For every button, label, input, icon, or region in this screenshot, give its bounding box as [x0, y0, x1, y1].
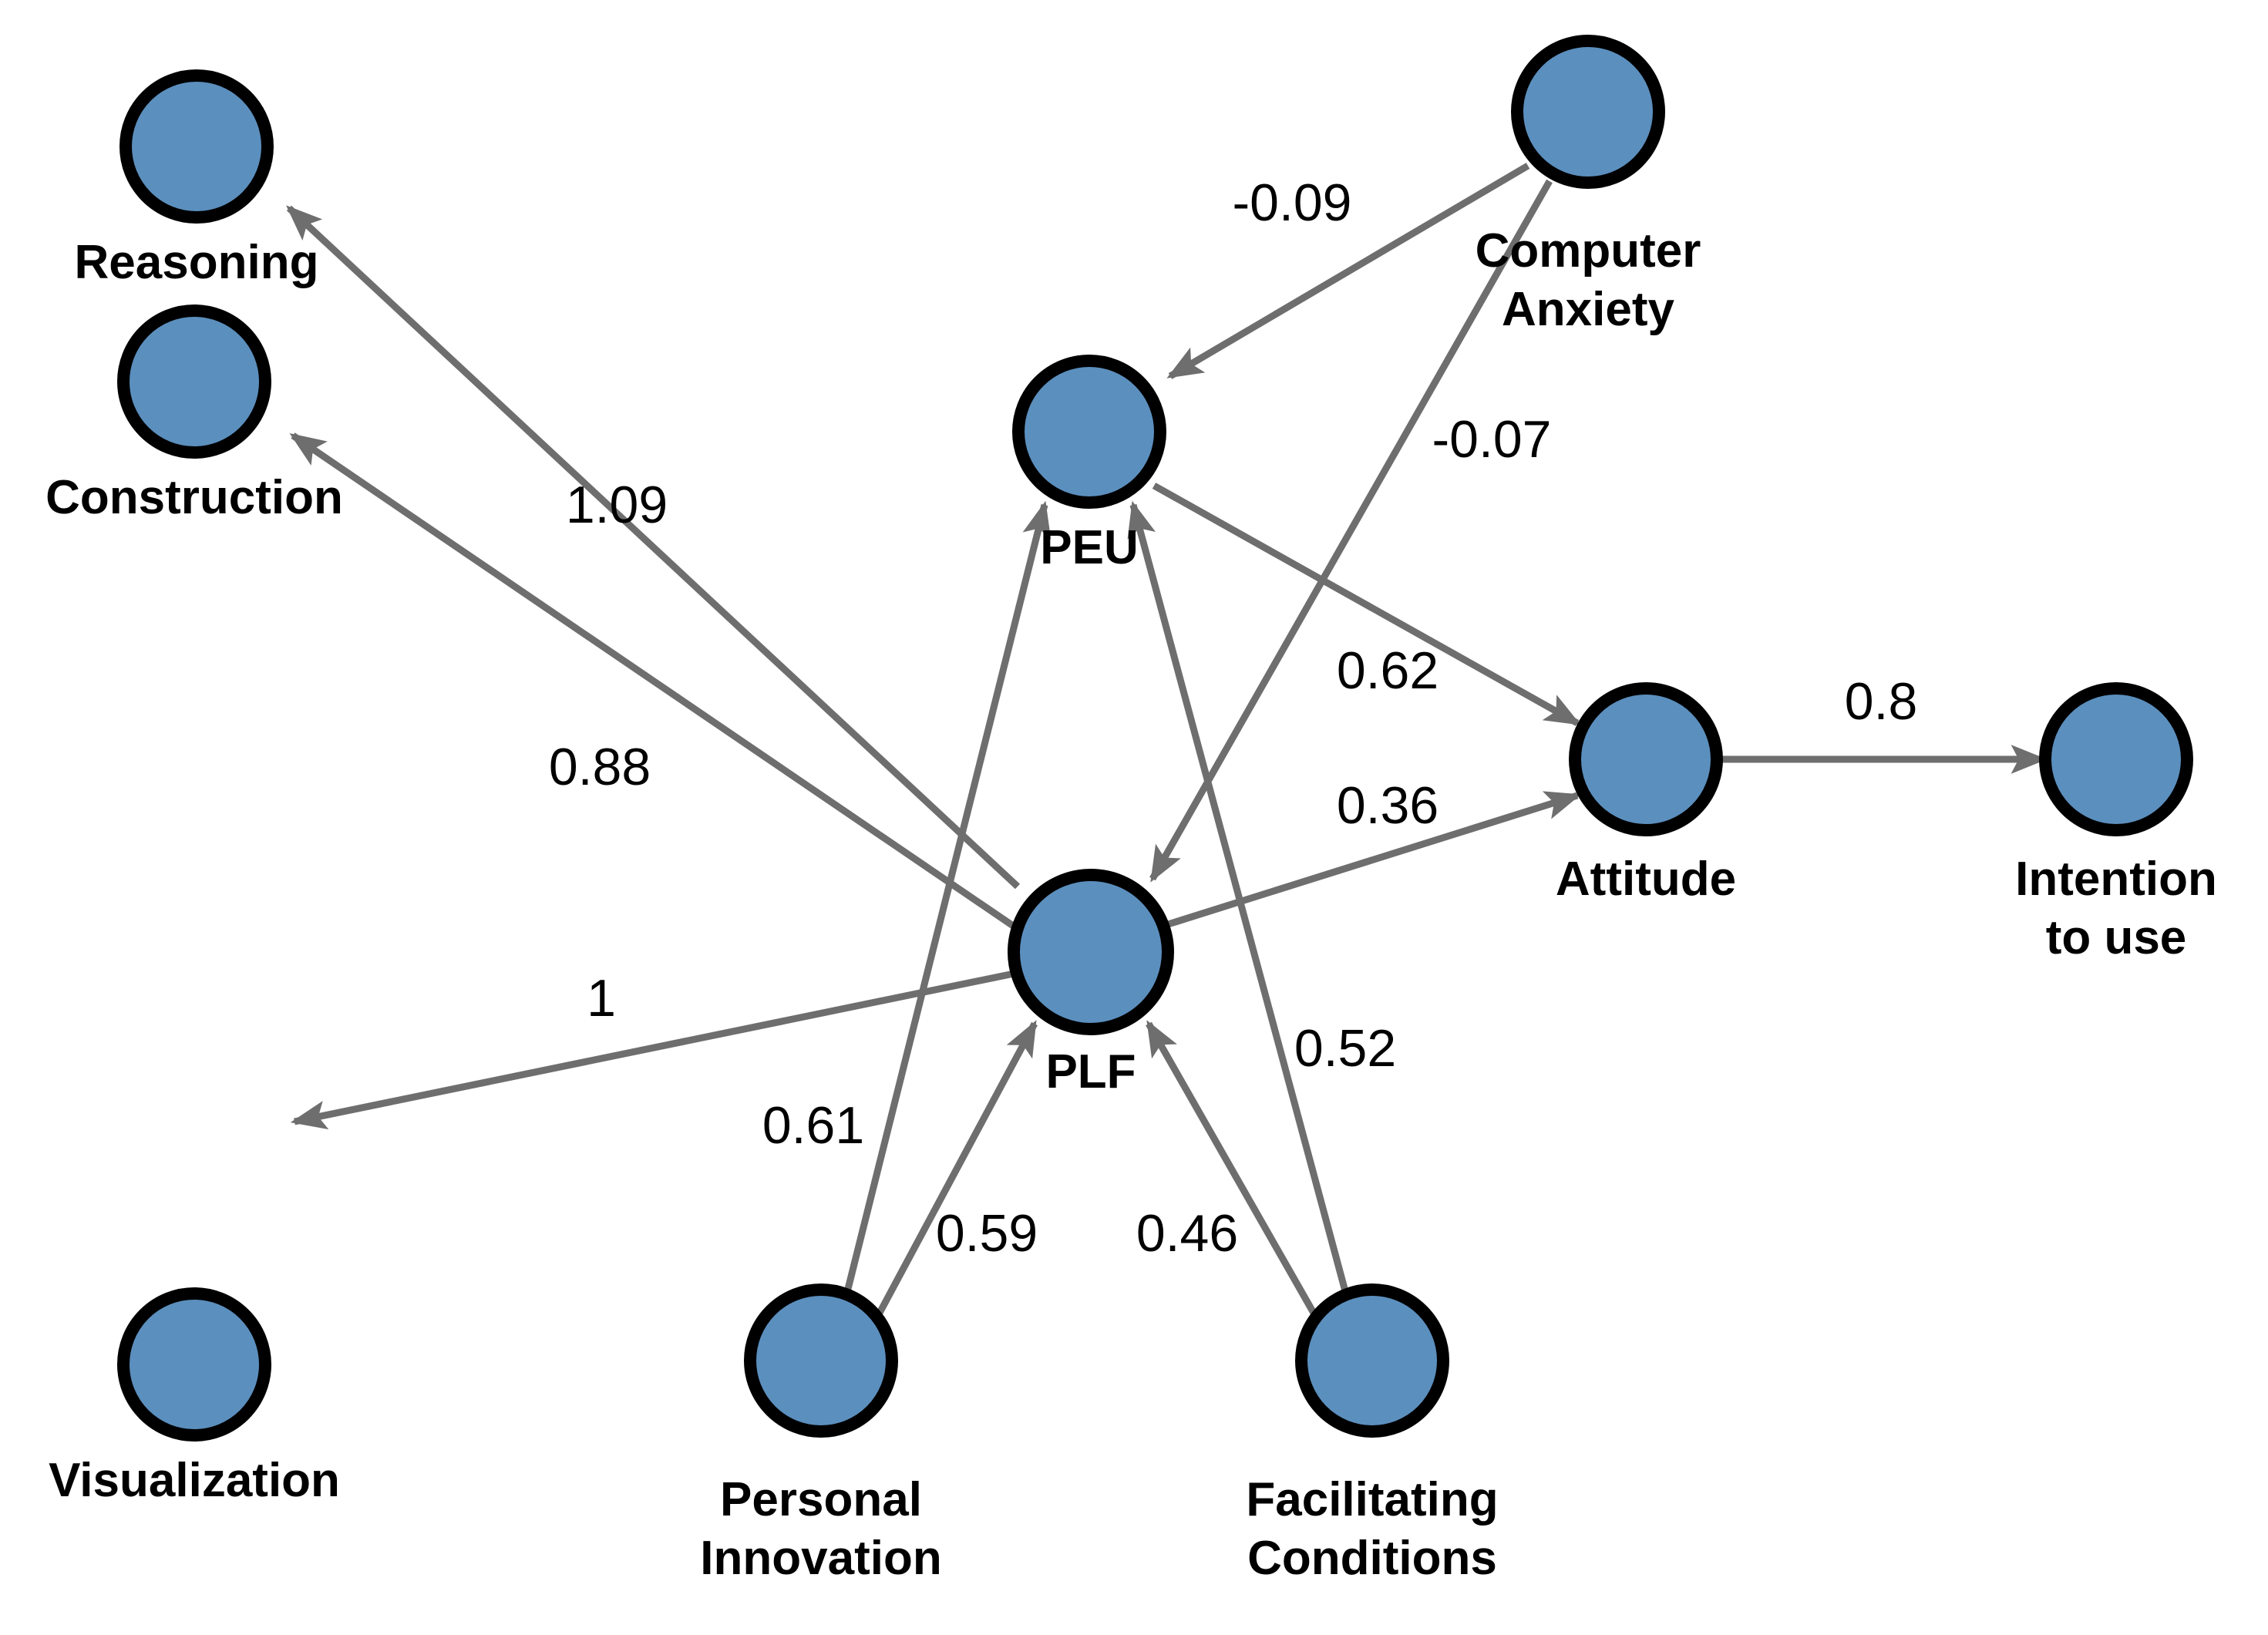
node-label-reasoning: Reasoning: [75, 236, 319, 289]
node-visualization[interactable]: [117, 1287, 271, 1442]
edge-peu-attitude: [1152, 483, 1581, 726]
node-plf[interactable]: [1008, 869, 1174, 1035]
edge-anxiety-plf: [1149, 179, 1553, 883]
edge-plf-attitude: [1164, 791, 1582, 929]
edge-weight-plf-construction: 0.88: [549, 738, 651, 796]
edge-facilitating-peu: [1127, 500, 1349, 1293]
edge-weight-labels-group: 1.09 0.88 1 -0.09 -0.07 0.62 0.36 0.8 0.…: [549, 173, 1917, 1263]
node-facilitating-conditions[interactable]: [1295, 1283, 1449, 1438]
edge-weight-plf-visualization: 1: [587, 969, 616, 1028]
node-reasoning[interactable]: [119, 69, 274, 224]
edge-weight-plf-attitude: 0.36: [1337, 776, 1439, 835]
nodes-group: [117, 35, 2193, 1442]
edge-weight-attitude-intention: 0.8: [1845, 672, 1918, 731]
node-label-construction: Construction: [45, 471, 343, 524]
node-labels-group: Reasoning Construction Visualization PEU…: [45, 224, 2217, 1585]
edge-plf-reasoning: [286, 205, 1021, 890]
edge-weight-anxiety-peu: -0.09: [1233, 173, 1352, 232]
edge-weight-anxiety-plf: -0.07: [1432, 410, 1552, 469]
node-intention[interactable]: [2039, 682, 2193, 836]
edge-weight-plf-reasoning: 1.09: [566, 476, 668, 534]
node-label-peu: PEU: [1040, 521, 1138, 574]
edge-weight-innovation-peu: 0.61: [762, 1096, 864, 1155]
edge-plf-visualization: [290, 969, 1018, 1130]
edge-innovation-peu: [844, 500, 1052, 1290]
node-label-attitude: Attitude: [1556, 853, 1736, 906]
node-label-plf: PLF: [1045, 1045, 1136, 1098]
edge-innovation-plf: [876, 1020, 1038, 1317]
edges-group: [286, 163, 2048, 1317]
edge-plf-construction: [289, 432, 1020, 932]
node-attitude[interactable]: [1569, 682, 1723, 836]
edge-weight-facilitating-plf: 0.46: [1136, 1204, 1238, 1263]
edge-anxiety-peu: [1166, 163, 1530, 379]
node-computer-anxiety[interactable]: [1511, 35, 1665, 189]
node-label-visualization: Visualization: [49, 1454, 340, 1507]
node-personal-innovation[interactable]: [744, 1283, 898, 1438]
edge-weight-facilitating-peu: 0.52: [1294, 1019, 1396, 1078]
edge-facilitating-plf: [1146, 1020, 1317, 1317]
edge-weight-peu-attitude: 0.62: [1337, 641, 1439, 700]
node-peu[interactable]: [1012, 355, 1166, 509]
node-construction[interactable]: [117, 304, 271, 459]
edge-weight-innovation-plf: 0.59: [936, 1204, 1038, 1263]
